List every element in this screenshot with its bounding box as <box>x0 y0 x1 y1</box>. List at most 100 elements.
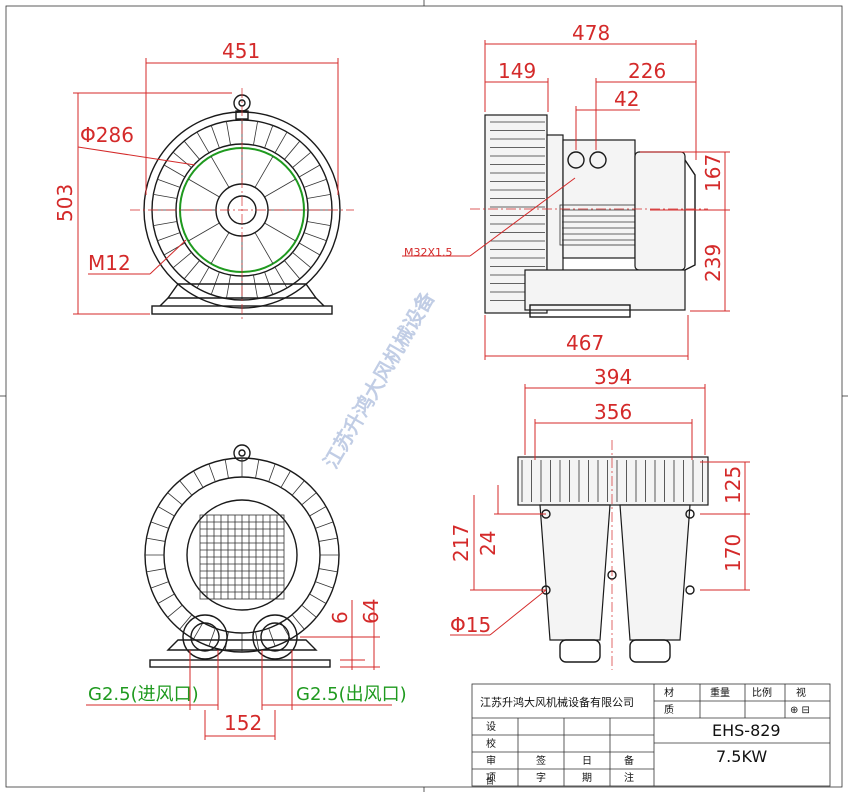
row-zi: 字 <box>536 771 546 784</box>
dim-side-total: 478 <box>572 21 610 45</box>
rear-rib <box>315 521 334 529</box>
front-rib <box>253 274 259 299</box>
dim-inlet: G2.5(进风口) <box>88 684 199 705</box>
rear-rib <box>167 604 183 618</box>
title-block: 江苏升鸿大风机械设备有限公司 材 质 重量 比例 视 ⊕ ⊟ 设 校 审 项 目… <box>471 683 831 787</box>
rear-rib <box>318 537 338 542</box>
front-spoke <box>264 178 296 198</box>
front-rib <box>284 140 301 160</box>
front-rib <box>306 221 331 227</box>
front-spoke <box>210 232 230 264</box>
proof-label: 校 <box>486 737 496 750</box>
row-qi: 期 <box>582 772 592 784</box>
rear-rib <box>255 459 260 479</box>
dim-rear-64: 64 <box>359 599 383 624</box>
front-rib <box>274 266 288 289</box>
front-rib <box>157 232 181 242</box>
rear-rib <box>167 492 183 506</box>
front-rib <box>210 125 220 149</box>
rear-rib <box>150 581 169 589</box>
rear-rib <box>208 463 216 482</box>
front-rib <box>183 260 200 280</box>
dim-diameter: Φ286 <box>80 123 134 147</box>
row-bei: 备 <box>624 754 634 767</box>
view-label: 视 <box>796 686 806 699</box>
rear-rib <box>301 492 317 506</box>
dim-rear-6: 6 <box>328 611 352 624</box>
front-rib <box>303 232 327 242</box>
side-dimensions: 478 149 226 42 167 239 467 M32X1.5 <box>402 21 730 360</box>
rear-rib <box>309 506 327 517</box>
front-spoke <box>210 156 230 188</box>
item-label: 项 <box>486 772 496 784</box>
front-rib <box>157 178 181 188</box>
dim-bottom-total: 394 <box>594 365 632 389</box>
rear-rib <box>157 593 175 604</box>
front-rib <box>210 271 220 295</box>
row-date: 日 <box>582 756 592 767</box>
rear-rib <box>301 604 317 618</box>
dim-bottom-170: 170 <box>721 534 745 572</box>
rear-rib <box>315 581 334 589</box>
rear-rib <box>268 628 276 647</box>
front-rib <box>253 121 259 146</box>
dim-side-left: 149 <box>498 59 536 83</box>
rear-rib <box>150 521 169 529</box>
rear-dimensions: G2.5(进风口) G2.5(出风口) 152 6 64 <box>86 599 407 740</box>
rear-rib <box>146 537 166 542</box>
dim-side-small: 42 <box>614 87 639 111</box>
front-spoke <box>188 178 220 198</box>
bottom-view <box>517 440 709 670</box>
rear-view <box>144 444 340 668</box>
dim-side-right: 226 <box>628 59 666 83</box>
rear-rib <box>157 506 175 517</box>
rear-rib <box>179 614 193 630</box>
front-spoke <box>254 156 274 188</box>
bottom-dimensions: 394 356 125 170 217 24 Φ15 <box>449 365 750 637</box>
front-rib <box>225 121 231 146</box>
dim-thread: M32X1.5 <box>404 246 453 259</box>
rear-rib <box>146 568 166 573</box>
row-zhu: 注 <box>624 771 634 784</box>
dim-side-lower: 239 <box>701 244 725 282</box>
front-rib <box>196 131 210 154</box>
front-rib <box>225 274 231 299</box>
dim-hole: Φ15 <box>450 613 491 637</box>
design-label: 设 <box>486 721 496 733</box>
dim-side-base: 467 <box>566 331 604 355</box>
watermark: 江苏升鸿大风机械设备 <box>319 286 440 472</box>
rear-rib <box>291 614 305 630</box>
dim-bottom-125: 125 <box>721 466 745 504</box>
rear-rib <box>208 628 216 647</box>
dim-side-upper: 167 <box>701 154 725 192</box>
dim-bolt: M12 <box>88 251 131 275</box>
front-rib <box>303 178 327 188</box>
front-rib <box>264 125 274 149</box>
front-rib <box>196 266 210 289</box>
rear-rib <box>268 463 276 482</box>
row-sign: 签 <box>536 754 546 767</box>
power-rating: 7.5KW <box>716 747 767 766</box>
dim-rear-152: 152 <box>224 711 262 735</box>
front-spoke <box>254 232 274 264</box>
front-rib <box>153 193 178 199</box>
front-rib <box>298 164 321 178</box>
rear-rib <box>179 480 193 496</box>
front-rib <box>163 242 186 256</box>
row-mu: 目 <box>486 777 494 786</box>
front-rib <box>153 221 178 227</box>
front-spoke <box>188 222 220 242</box>
dim-outlet: G2.5(出风口) <box>296 684 407 705</box>
dim-bottom-217: 217 <box>449 524 473 562</box>
front-rib <box>284 260 301 280</box>
dim-bottom-24: 24 <box>476 531 500 556</box>
rear-rib <box>193 622 204 640</box>
front-rib <box>306 193 331 199</box>
front-rib <box>172 151 192 168</box>
front-rib <box>163 164 186 178</box>
dim-bottom-inner: 356 <box>594 400 632 424</box>
rear-rib <box>291 480 305 496</box>
dim-front-height: 503 <box>53 184 77 222</box>
